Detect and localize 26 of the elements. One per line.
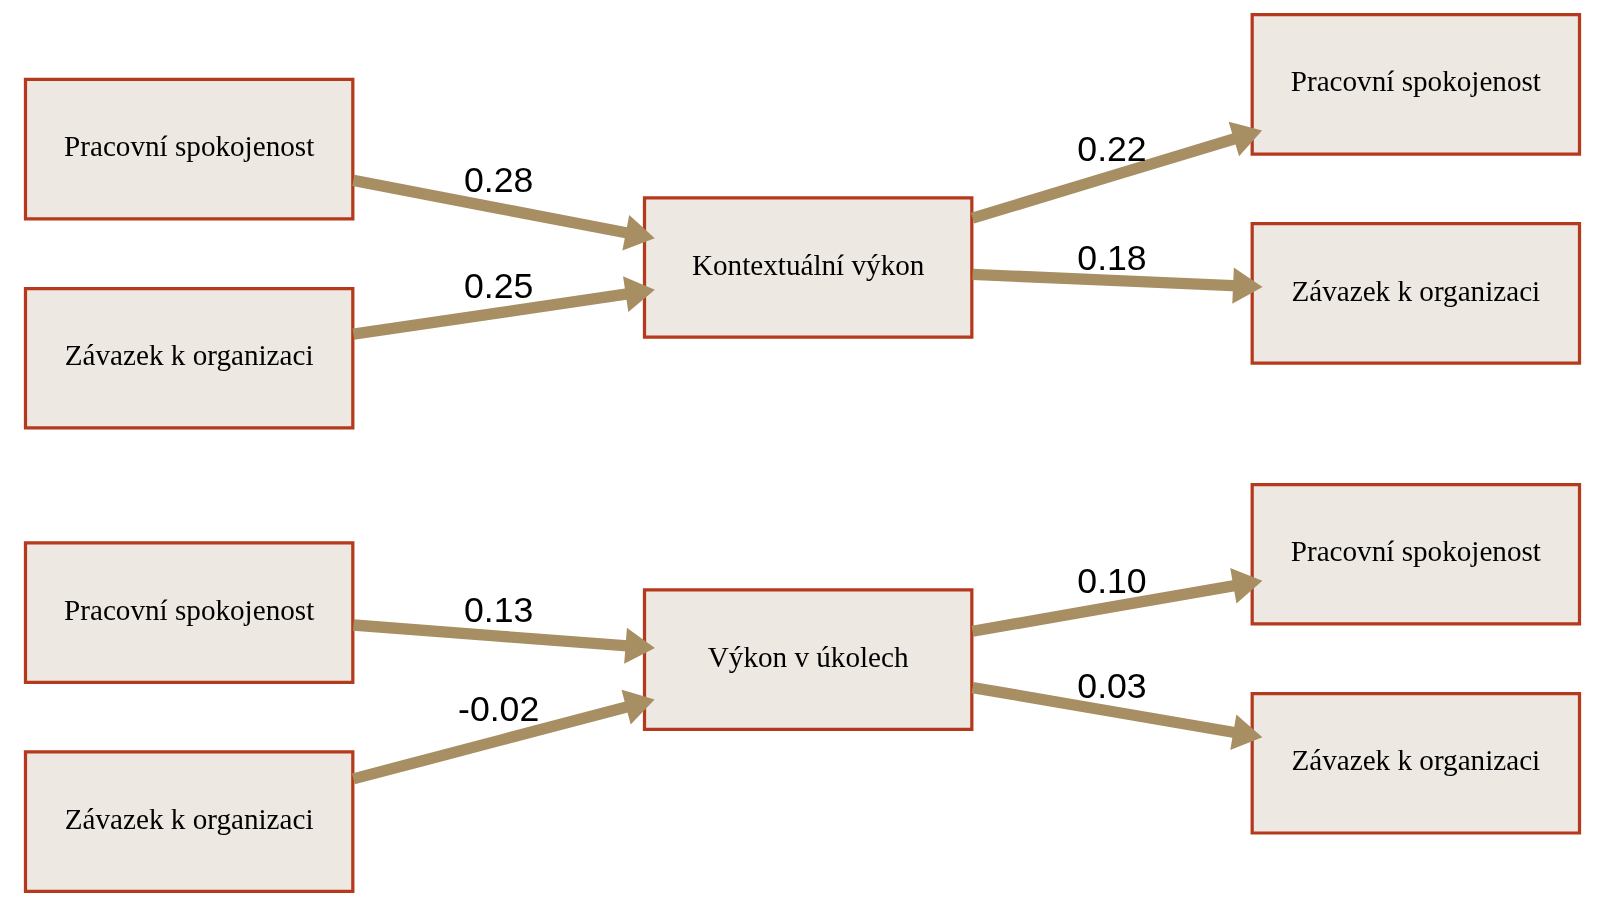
node-box: Kontextuální výkon xyxy=(642,196,973,339)
node-box: Pracovní spokojenost xyxy=(23,541,354,684)
edge-label: -0.02 xyxy=(457,688,539,729)
node-box: Závazek k organizaci xyxy=(23,750,354,893)
edge-label: 0.18 xyxy=(1076,238,1147,279)
arrow xyxy=(971,681,1262,751)
node-box: Závazek k organizaci xyxy=(23,286,354,430)
edge-label: 0.28 xyxy=(463,160,533,201)
arrow xyxy=(971,568,1262,637)
arrow xyxy=(351,689,655,785)
arrow xyxy=(351,174,655,251)
arrow xyxy=(352,276,655,340)
node-box: Výkon v úkolech xyxy=(642,588,973,731)
edge-label: 0.25 xyxy=(463,265,533,306)
node-box: Závazek k organizaci xyxy=(1250,222,1581,365)
node-box: Pracovní spokojenost xyxy=(1250,483,1581,626)
node-box: Pracovní spokojenost xyxy=(1250,13,1581,156)
edge-label: 0.13 xyxy=(463,589,533,630)
arrow xyxy=(970,121,1262,224)
arrow xyxy=(971,267,1263,304)
edge-label: 0.22 xyxy=(1076,129,1147,170)
edge-label: 0.10 xyxy=(1076,560,1147,601)
edge-label: 0.03 xyxy=(1076,665,1147,706)
arrow xyxy=(352,619,655,664)
node-box: Pracovní spokojenost xyxy=(23,77,354,221)
node-box: Závazek k organizaci xyxy=(1250,692,1581,835)
